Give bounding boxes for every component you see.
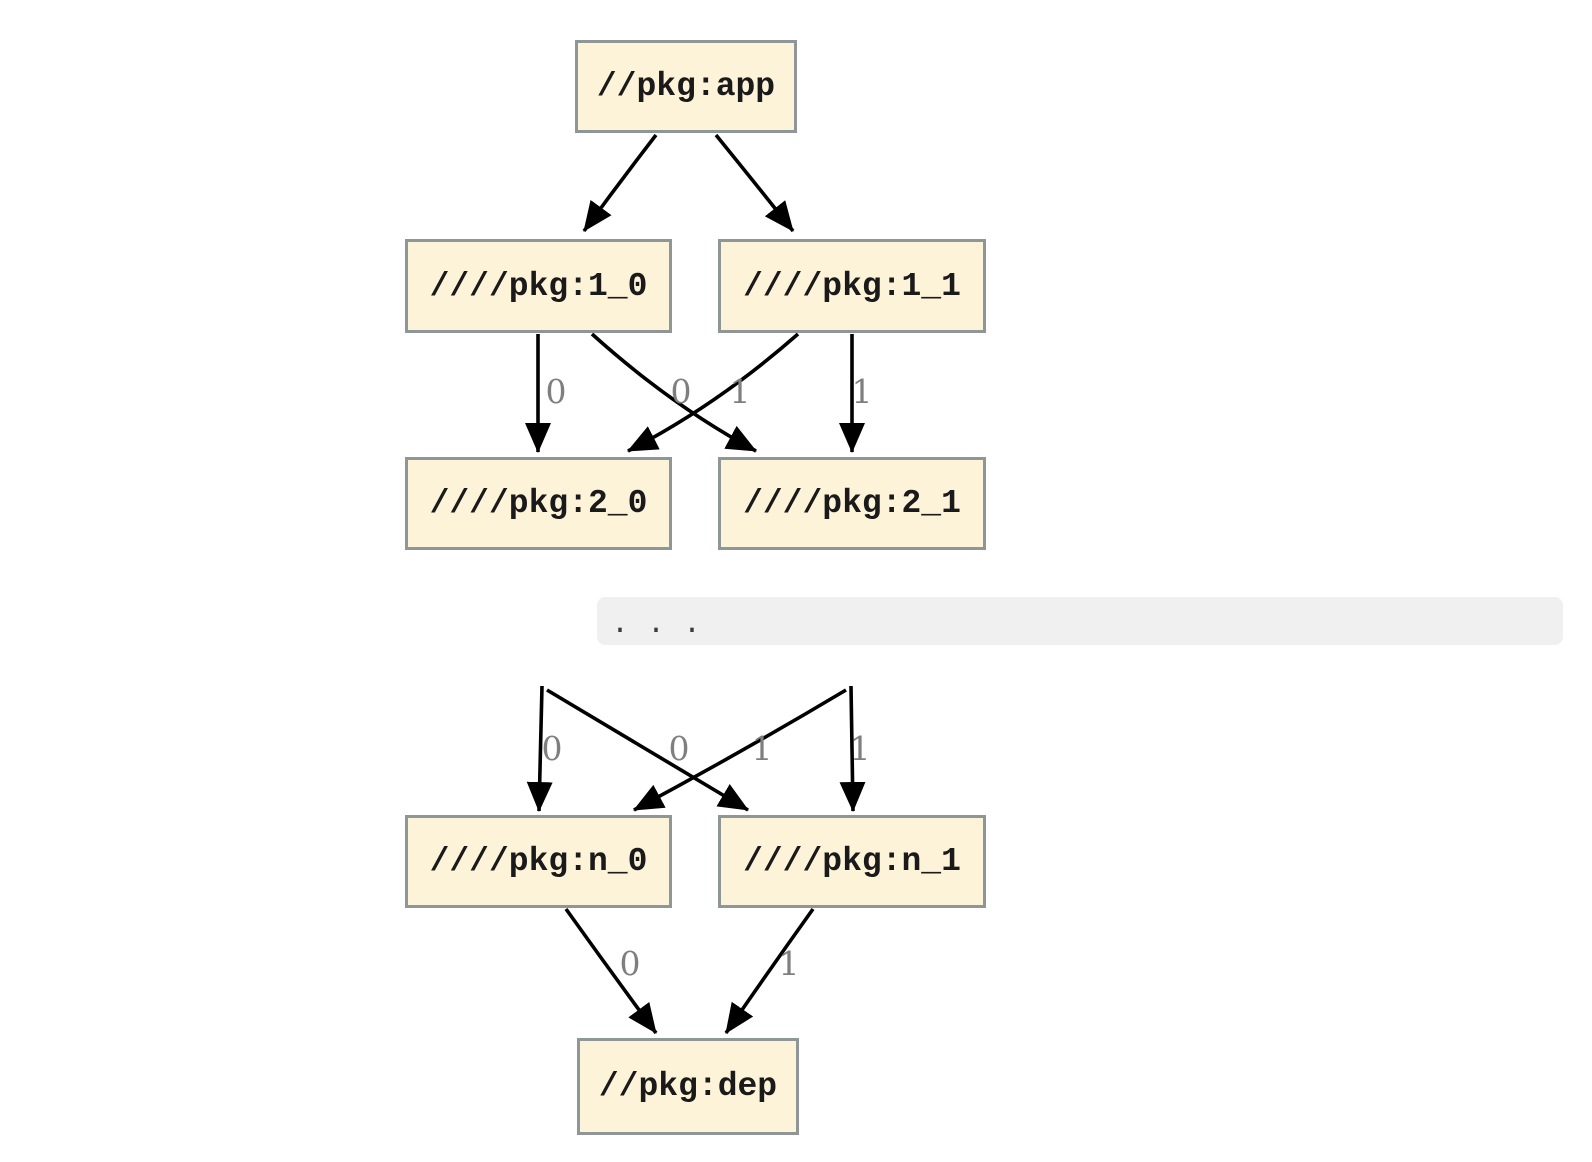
node-label-dep: //pkg:dep xyxy=(598,1068,778,1105)
edge-ellipsis-left-to-n_0 xyxy=(526,685,553,812)
node-label-pkgn_1: ////pkg:n_1 xyxy=(743,843,961,880)
graph-node-pkg2_0: ////pkg:2_0 xyxy=(405,457,672,550)
graph-node-app: //pkg:app xyxy=(575,40,797,133)
edge-n_1-to-dep xyxy=(724,907,815,1035)
edge-1_0-to-2_1 xyxy=(590,332,757,453)
edge-ellipsis-right-to-n_1 xyxy=(839,685,866,812)
node-label-pkg2_0: ////pkg:2_0 xyxy=(429,485,648,522)
edge-label-ellipsis-n_1-left: 1 xyxy=(752,729,773,768)
graph-node-pkgn_1: ////pkg:n_1 xyxy=(718,815,986,908)
node-label-pkg1_1: ////pkg:1_1 xyxy=(743,267,961,305)
ellipsis-dots: . . . xyxy=(611,608,702,642)
edge-app-to-1_1 xyxy=(714,133,795,233)
node-label-pkgn_0: ////pkg:n_0 xyxy=(429,843,648,880)
edge-label-1_1-2_0: 0 xyxy=(671,372,692,411)
edge-label-n_0-dep: 0 xyxy=(620,944,641,983)
edge-ellipsis-right-to-n_0 xyxy=(633,688,847,812)
node-label-pkg2_1: ////pkg:2_1 xyxy=(743,485,961,522)
ellipsis-separator: . . . xyxy=(597,597,1563,645)
node-label-pkg1_0: ////pkg:1_0 xyxy=(429,267,648,305)
edge-label-1_1-2_1: 1 xyxy=(852,372,873,411)
graph-node-pkg1_0: ////pkg:1_0 xyxy=(405,239,672,333)
edge-label-ellipsis-n_1-right: 1 xyxy=(850,729,871,768)
edge-app-to-1_0 xyxy=(582,133,658,233)
edge-n_0-to-dep xyxy=(564,907,658,1035)
edge-label-ellipsis-n_0-right: 0 xyxy=(669,729,690,768)
edge-label-ellipsis-n_0-left: 0 xyxy=(542,729,563,768)
edge-label-n_1-dep: 1 xyxy=(779,944,800,983)
edge-label-1_0-2_1: 1 xyxy=(730,372,751,411)
edge-1_1-to-2_0 xyxy=(627,332,800,453)
edge-label-1_0-2_0: 0 xyxy=(546,372,567,411)
graph-node-dep: //pkg:dep xyxy=(577,1038,799,1135)
edge-ellipsis-left-to-n_1 xyxy=(546,688,749,812)
graph-node-pkg2_1: ////pkg:2_1 xyxy=(718,457,986,550)
graph-node-pkg1_1: ////pkg:1_1 xyxy=(718,239,986,333)
node-label-app: //pkg:app xyxy=(596,68,776,105)
graph-node-pkgn_0: ////pkg:n_0 xyxy=(405,815,672,908)
